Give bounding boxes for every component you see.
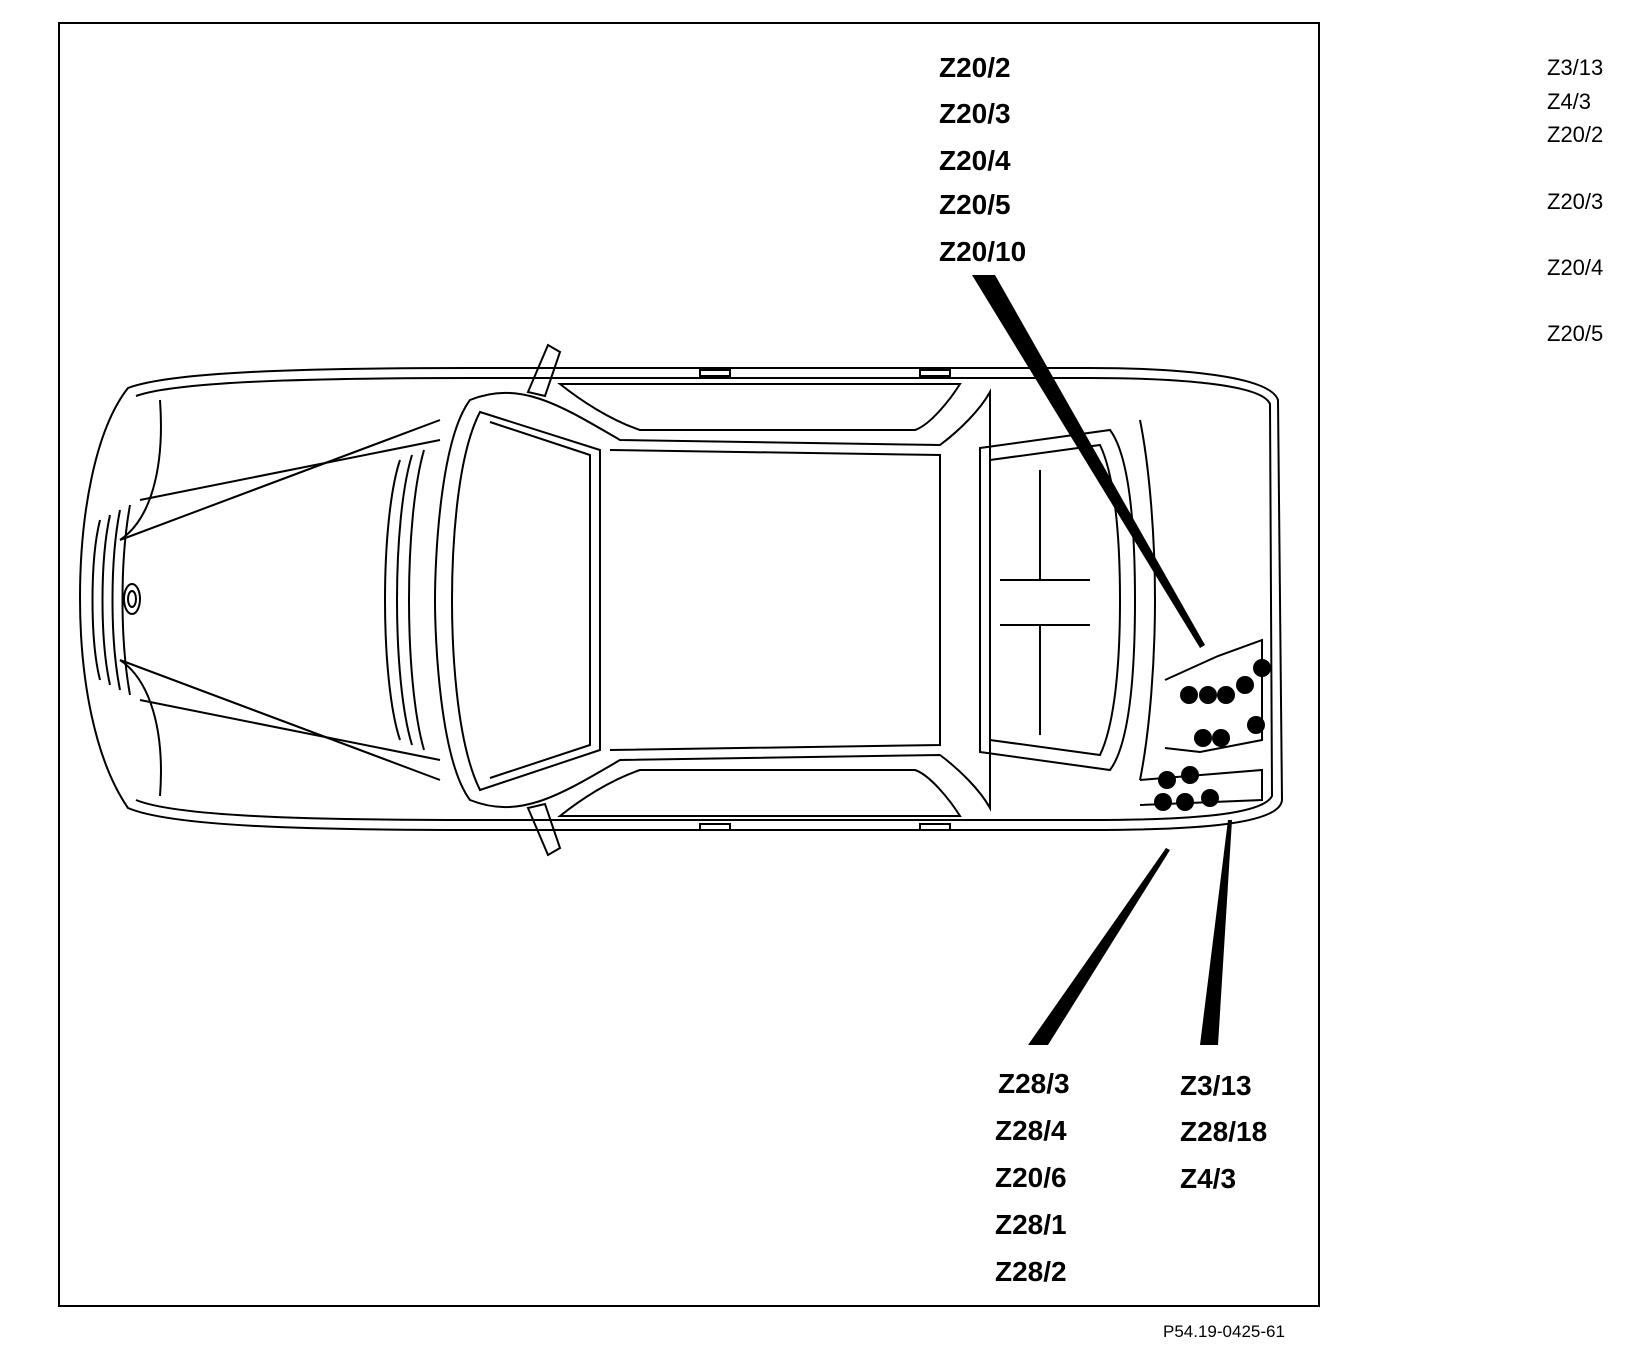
side-label-2: Z4/3 — [1547, 89, 1592, 114]
side-label-4: Z20/3 — [1547, 189, 1604, 214]
side-label-1: Z3/13 — [1547, 55, 1604, 80]
side-label-6: Z20/5 — [1547, 321, 1604, 346]
label-top-1: Z20/2 — [939, 52, 1011, 83]
label-bottom-left-1: Z28/3 — [998, 1068, 1070, 1099]
figure-reference: P54.19-0425-61 — [1163, 1322, 1285, 1341]
hood-emblem — [123, 583, 141, 615]
label-bottom-left-5: Z28/2 — [995, 1256, 1067, 1287]
vehicle-top-view-diagram — [78, 275, 1284, 1045]
leader-bottom-right — [1200, 820, 1232, 1045]
left-mirror — [526, 343, 562, 398]
side-label-3: Z20/2 — [1547, 122, 1604, 147]
diagram-frame — [58, 22, 1320, 1307]
label-bottom-left-4: Z28/1 — [995, 1209, 1067, 1240]
cabin-outline — [433, 388, 991, 812]
label-top-3: Z20/4 — [939, 145, 1011, 176]
label-top-2: Z20/3 — [939, 98, 1011, 129]
side-label-5: Z20/4 — [1547, 255, 1604, 280]
right-mirror — [526, 802, 562, 857]
car-body-outline — [78, 367, 1284, 831]
label-bottom-left-2: Z28/4 — [995, 1115, 1067, 1146]
leader-top — [972, 275, 1205, 648]
label-bottom-left-3: Z20/6 — [995, 1162, 1067, 1193]
label-bottom-right-1: Z3/13 — [1180, 1070, 1252, 1101]
leader-bottom-left — [1028, 848, 1170, 1045]
label-top-4: Z20/5 — [939, 189, 1011, 220]
label-bottom-right-2: Z28/18 — [1180, 1116, 1268, 1147]
label-top-5: Z20/10 — [939, 236, 1027, 267]
label-bottom-right-3: Z4/3 — [1180, 1163, 1237, 1194]
